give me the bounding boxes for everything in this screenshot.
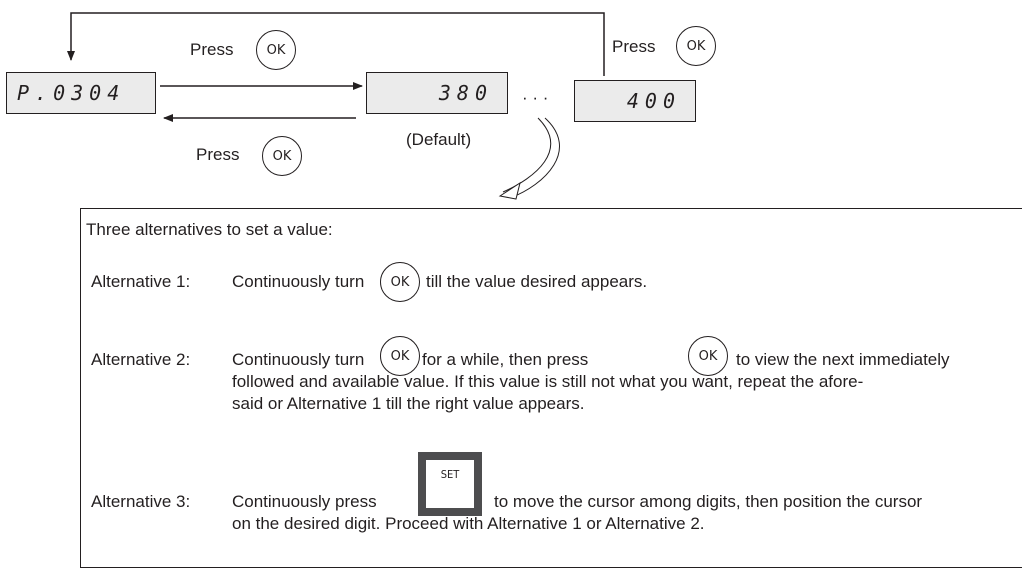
alt1-text-after: till the value desired appears.	[426, 272, 648, 291]
loop-return-arrow	[67, 12, 605, 76]
alt3-label: Alternative 3:	[91, 492, 191, 511]
alt2-text-line3: said or Alternative 1 till the right val…	[232, 394, 585, 413]
lcd-display-end: 400	[574, 80, 696, 122]
press-back-label: Press	[196, 145, 240, 164]
alt2-text-line2: followed and available value. If this va…	[232, 372, 864, 391]
ok-button-alt2-turn[interactable]: OK	[380, 336, 420, 376]
set-button-label: SET	[440, 468, 460, 481]
alt3-text-line2: on the desired digit. Proceed with Alter…	[232, 514, 705, 533]
press-loop-label: Press	[612, 37, 656, 56]
alt2-text-middle: for a while, then press	[422, 350, 589, 369]
press-forward-label: Press	[190, 40, 234, 59]
alt1-label: Alternative 1:	[91, 272, 191, 291]
callout-arrow	[509, 117, 560, 199]
alternatives-heading: Three alternatives to set a value:	[86, 220, 333, 239]
ellipsis: · · ·	[522, 88, 549, 107]
alt2-text-after: to view the next immediately	[736, 350, 950, 369]
alt3-text-after: to move the cursor among digits, then po…	[494, 492, 923, 511]
set-button[interactable]: SET	[418, 452, 482, 516]
default-label: (Default)	[406, 130, 472, 149]
alt2-label: Alternative 2:	[91, 350, 191, 369]
ok-button-loop[interactable]: OK	[676, 26, 716, 66]
ok-button-alt1[interactable]: OK	[380, 262, 420, 302]
alt2-text-before: Continuously turn	[232, 350, 365, 369]
lcd-display-start: P.0304	[6, 72, 156, 114]
ok-button-forward[interactable]: OK	[256, 30, 296, 70]
alt1-text-before: Continuously turn	[232, 272, 365, 291]
alt3-text-before: Continuously press	[232, 492, 377, 511]
lcd-display-default: 380	[366, 72, 508, 114]
flow-connectors	[67, 12, 605, 200]
ok-button-alt2-press[interactable]: OK	[688, 336, 728, 376]
ok-button-back[interactable]: OK	[262, 136, 302, 176]
